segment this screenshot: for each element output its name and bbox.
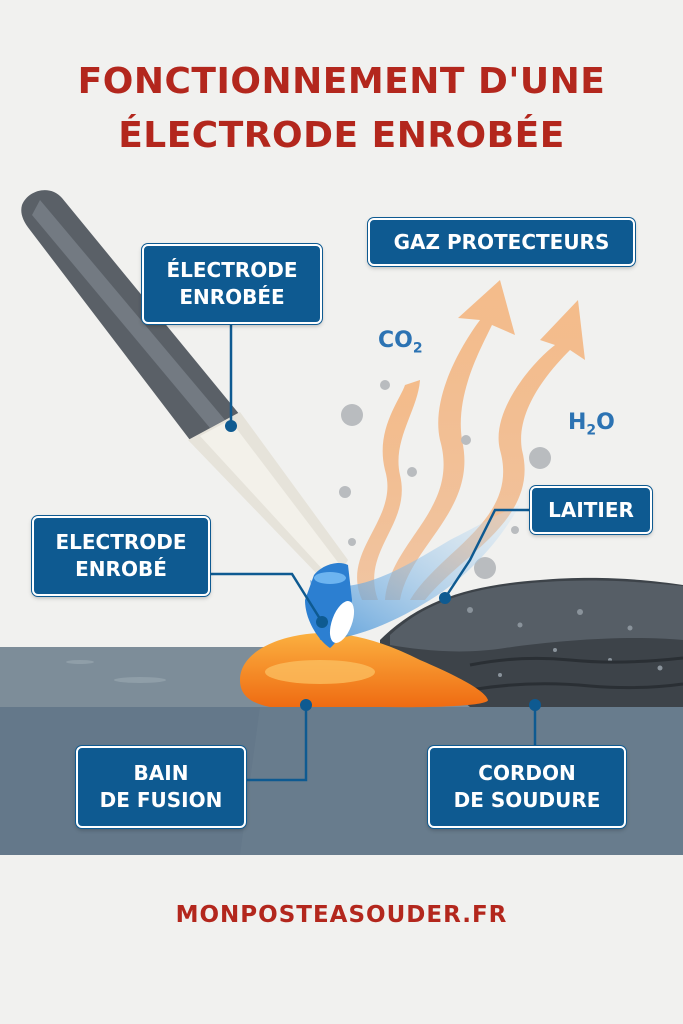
label-electrode-enrobee-line1: ÉLECTRODE xyxy=(166,258,298,282)
gas-stream-3 xyxy=(410,300,585,600)
leader-lines xyxy=(208,322,537,782)
page-title-line-2: ÉLECTRODE ENROBÉE xyxy=(118,115,565,156)
label-electrode-enrobe-line2: ENROBÉ xyxy=(75,557,167,581)
label-electrode-enrobe-line1: ELECTRODE xyxy=(55,530,187,554)
bead-ridges xyxy=(469,656,683,692)
label-gaz-protecteurs-text: GAZ PROTECTEURS xyxy=(393,229,610,254)
gas-particles xyxy=(339,380,551,579)
label-cordon-de-soudure-line2: DE SOUDURE xyxy=(453,788,601,812)
h2o-formula: H2O xyxy=(568,410,615,438)
h2o-rest: O xyxy=(596,410,615,435)
page-title-line-1: FONCTIONNEMENT D'UNE xyxy=(77,61,606,102)
co2-subscript: 2 xyxy=(412,340,423,357)
label-laitier: LAITIER xyxy=(530,486,652,534)
site-url: MONPOSTEASOUDER.FR xyxy=(175,902,508,928)
label-bain-de-fusion: BAIN DE FUSION xyxy=(76,746,246,828)
label-laitier-text: LAITIER xyxy=(548,497,634,522)
label-cordon-de-soudure-line1: CORDON xyxy=(478,761,576,785)
slag-layer xyxy=(390,580,683,652)
label-electrode-enrobee-line2: ENROBÉE xyxy=(179,285,285,309)
electrode xyxy=(21,190,355,648)
h2o-base: H xyxy=(568,410,587,435)
label-cordon-de-soudure: CORDON DE SOUDURE xyxy=(428,746,626,828)
arc-shield xyxy=(310,505,520,640)
gas-stream-1 xyxy=(357,380,420,600)
h2o-subscript: 2 xyxy=(586,422,597,439)
leader-dots xyxy=(225,420,541,711)
label-bain-de-fusion-line2: DE FUSION xyxy=(99,788,223,812)
label-electrode-enrobee: ÉLECTRODE ENROBÉE xyxy=(142,244,322,324)
label-electrode-enrobe: ELECTRODE ENROBÉ xyxy=(32,516,210,596)
co2-base: CO xyxy=(378,328,413,353)
co2-formula: CO2 xyxy=(378,328,423,356)
label-bain-de-fusion-line1: BAIN xyxy=(133,761,189,785)
pool-highlight xyxy=(265,660,375,684)
gas-stream-2 xyxy=(385,280,515,600)
label-gaz-protecteurs: GAZ PROTECTEURS xyxy=(368,218,635,266)
